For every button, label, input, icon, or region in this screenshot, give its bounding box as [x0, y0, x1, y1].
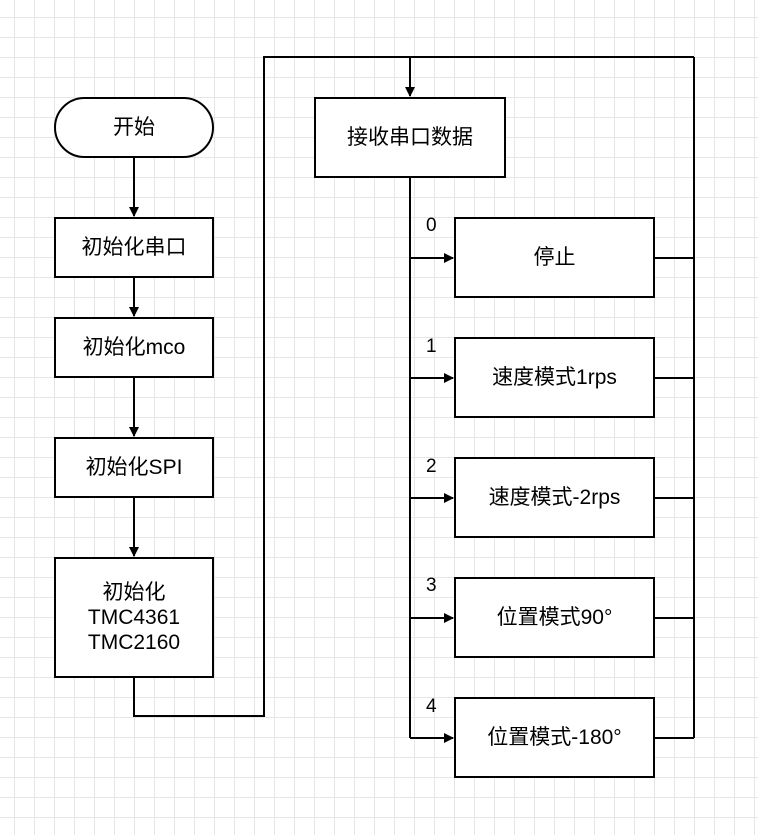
- action-position-neg180: 位置模式-180°: [454, 697, 655, 778]
- init-spi-process: 初始化SPI: [54, 437, 214, 498]
- branch-label-0: 0: [426, 215, 437, 236]
- receive-uart-process: 接收串口数据: [314, 97, 506, 178]
- edge-tmc-to-receive: [133, 56, 415, 717]
- init-tmc-line-1: 初始化: [102, 581, 166, 604]
- branch-label-1: 1: [426, 336, 437, 357]
- branch-label-3: 3: [426, 575, 437, 596]
- action-position-90: 位置模式90°: [454, 577, 655, 658]
- init-tmc-process: 初始化 TMC4361 TMC2160: [54, 557, 214, 678]
- init-uart-process: 初始化串口: [54, 217, 214, 278]
- branch-label-4: 4: [426, 696, 437, 717]
- action-stop: 停止: [454, 217, 655, 298]
- init-tmc-line-2: TMC4361: [87, 606, 181, 629]
- action-speed-1rps: 速度模式1rps: [454, 337, 655, 418]
- init-tmc-line-3: TMC2160: [87, 631, 181, 654]
- init-mco-process: 初始化mco: [54, 317, 214, 378]
- branch-label-2: 2: [426, 456, 437, 477]
- action-speed-neg2rps: 速度模式-2rps: [454, 457, 655, 538]
- start-terminal: 开始: [54, 97, 214, 158]
